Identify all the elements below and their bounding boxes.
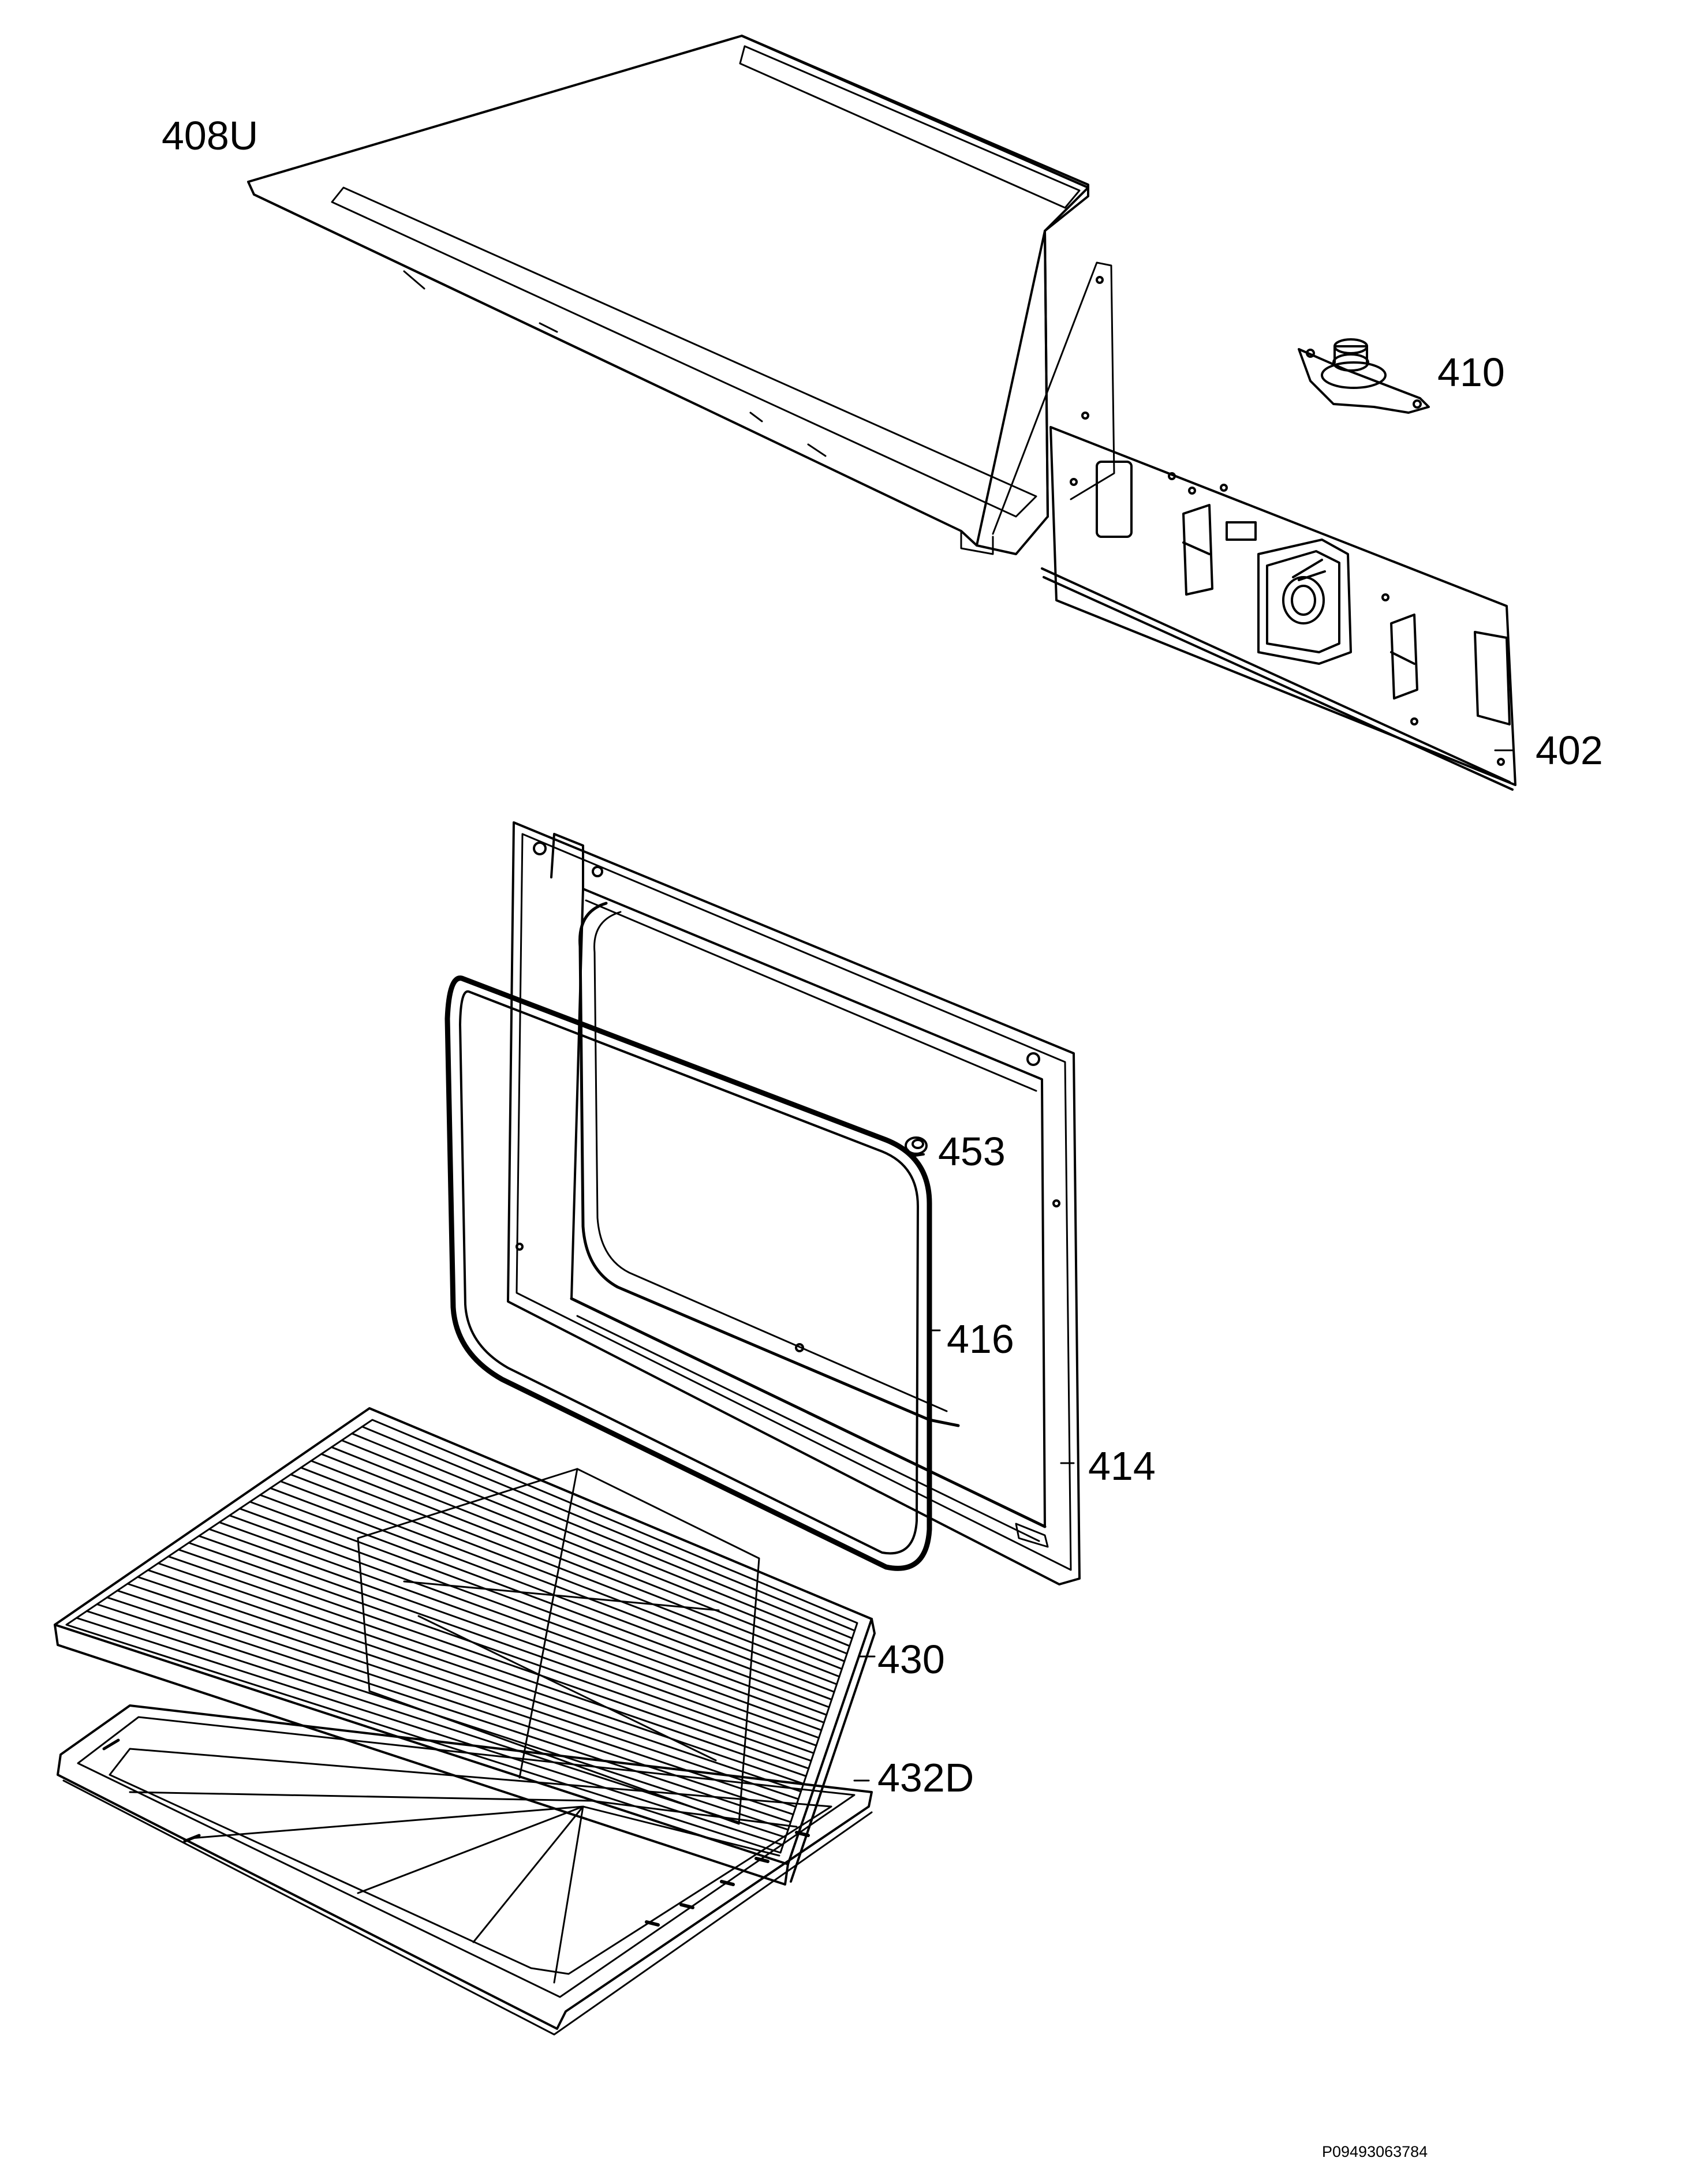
label-402: 402 xyxy=(1536,728,1603,773)
leader-lines xyxy=(853,749,1514,1782)
label-410: 410 xyxy=(1437,350,1505,395)
part-430-wire-rack xyxy=(54,1407,876,1886)
document-id: P09493063784 xyxy=(1322,2143,1428,2160)
part-414-door-frame xyxy=(507,821,1081,1585)
part-416-gasket xyxy=(444,975,932,1571)
label-430: 430 xyxy=(877,1637,945,1682)
part-410-component xyxy=(1298,338,1430,414)
part-408u-top-plate xyxy=(247,35,1115,555)
label-408u: 408U xyxy=(162,113,259,158)
label-453: 453 xyxy=(938,1129,1006,1174)
label-414: 414 xyxy=(1088,1443,1156,1489)
part-402-back-panel xyxy=(1041,426,1516,791)
rack-rods xyxy=(76,1426,856,1846)
part-432d-baking-tray xyxy=(57,1704,873,2036)
label-432d: 432D xyxy=(877,1755,974,1800)
label-416: 416 xyxy=(947,1317,1014,1362)
